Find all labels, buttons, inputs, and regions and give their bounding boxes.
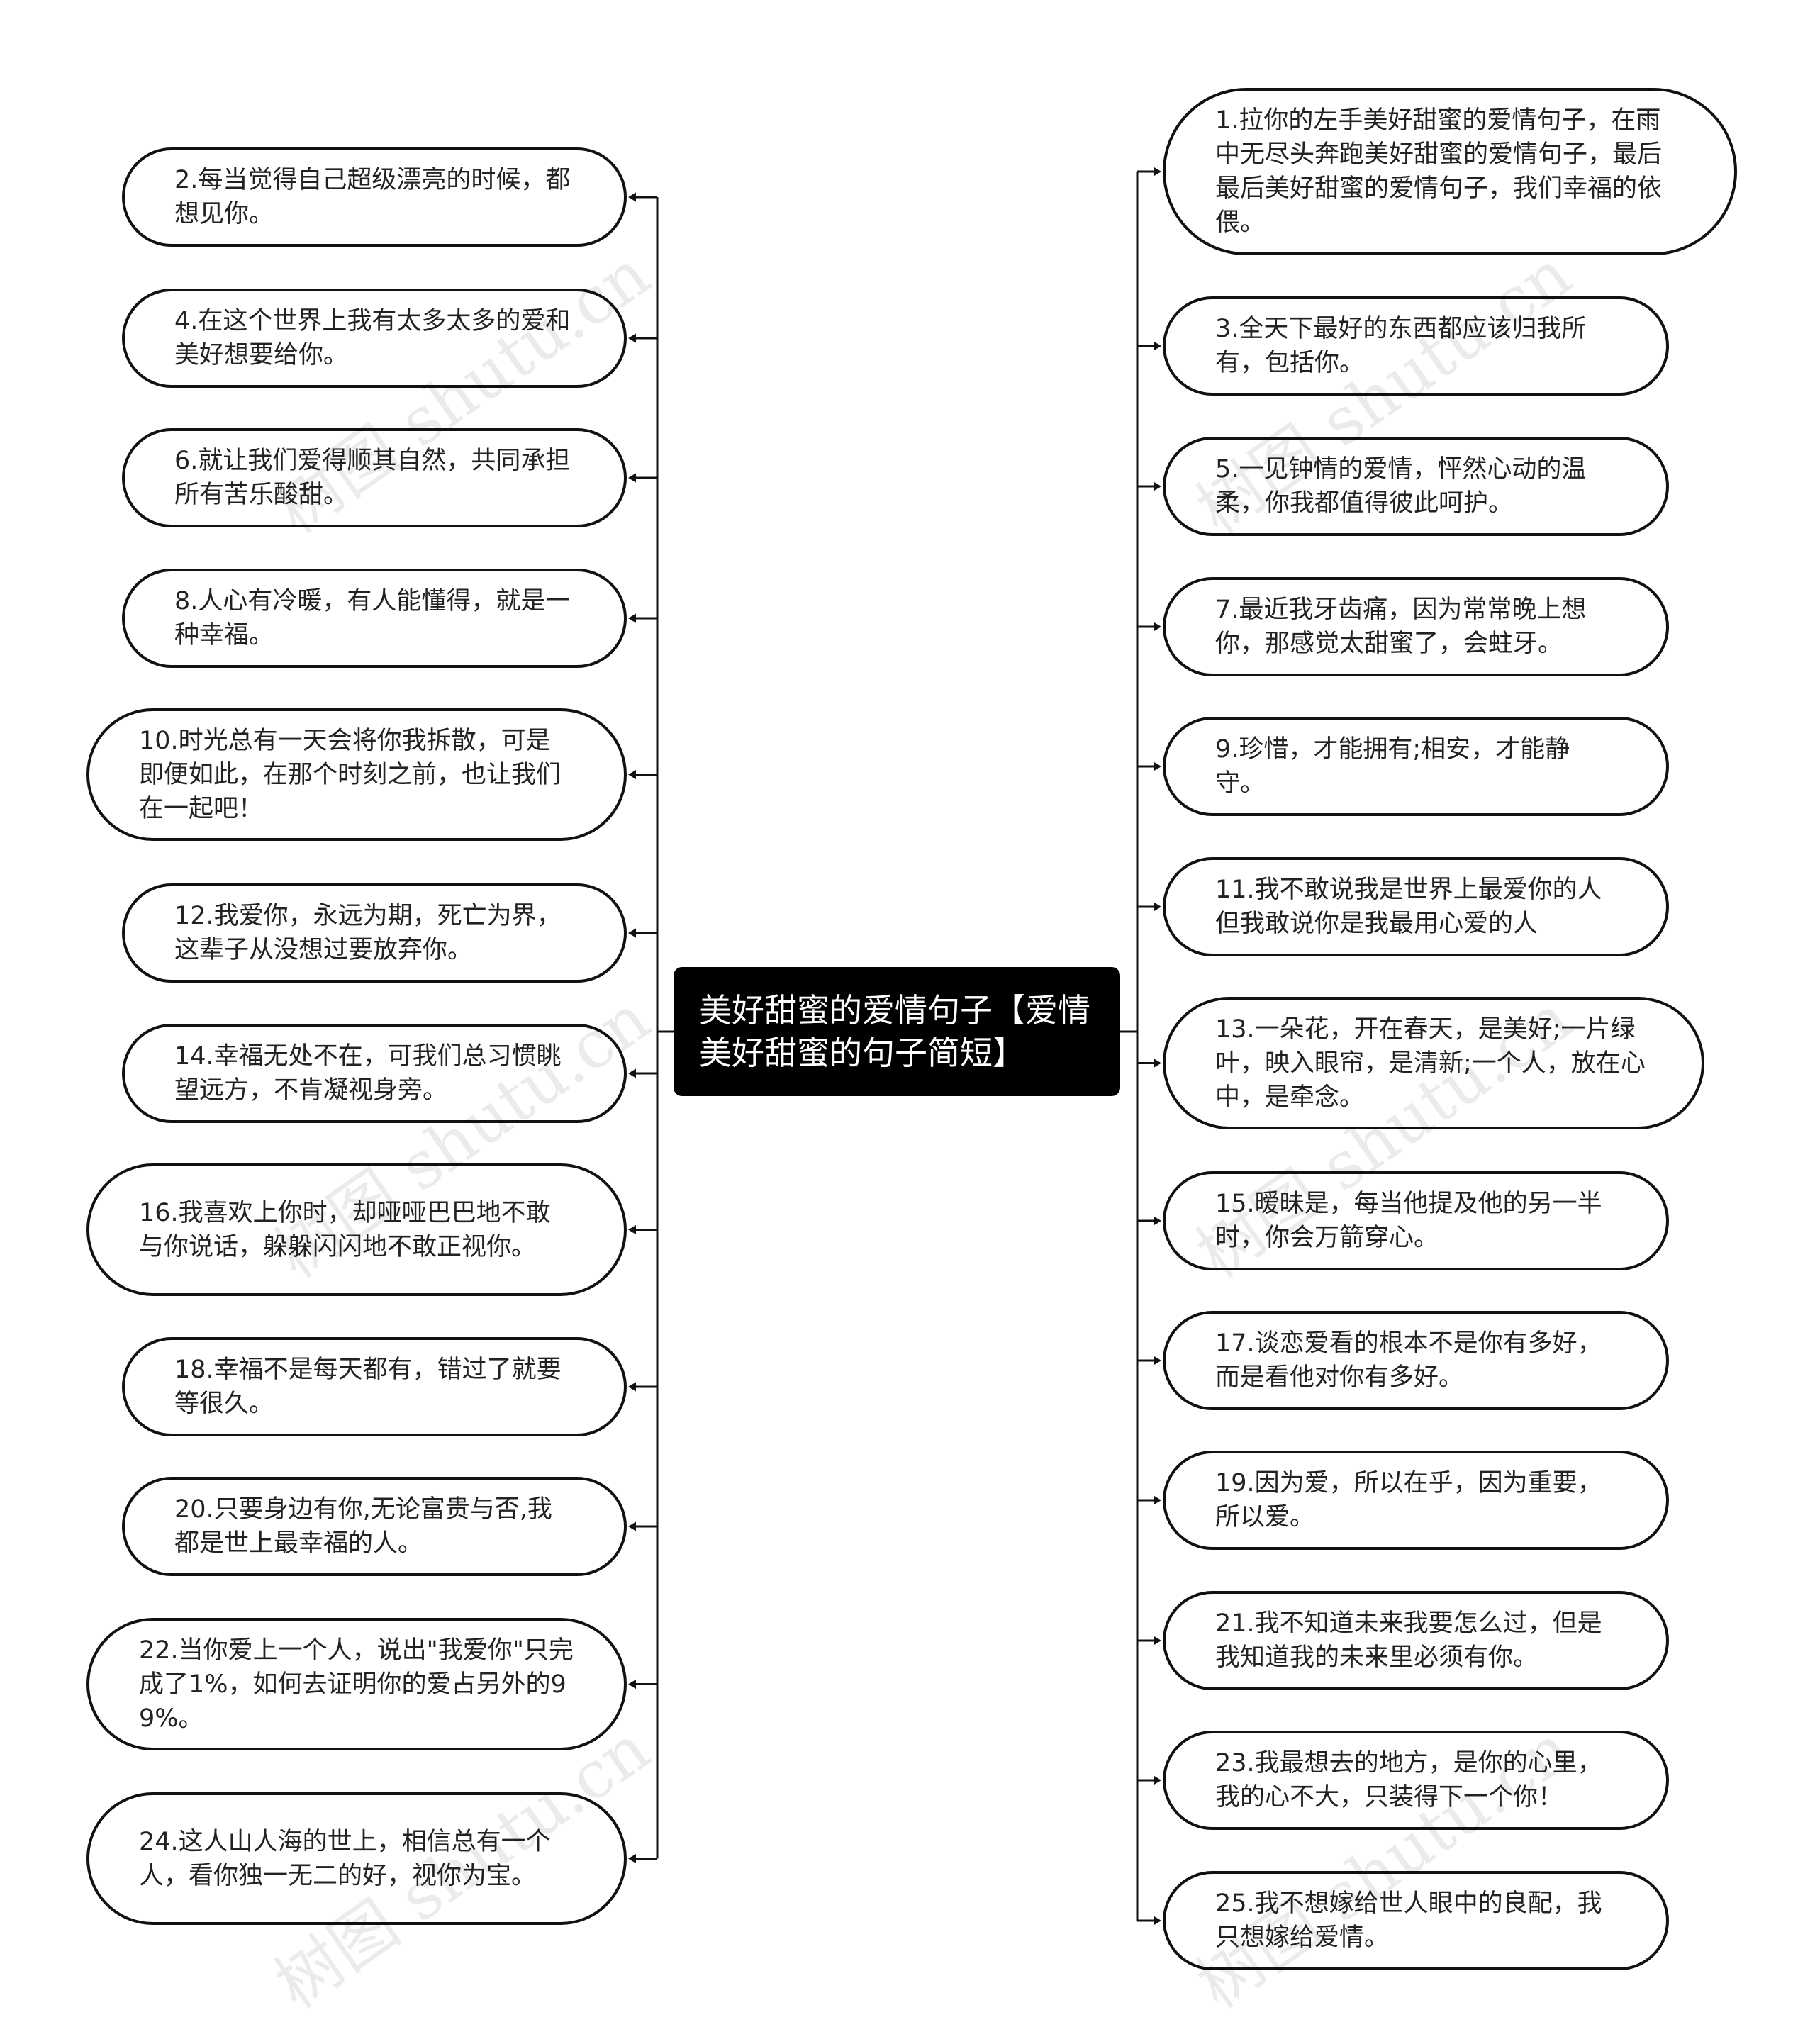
left-branch-node[interactable]: 22.当你爱上一个人，说出"我爱你"只完成了1%，如何去证明你的爱占另外的99%… bbox=[86, 1618, 627, 1750]
right-arrowhead bbox=[1154, 1775, 1161, 1785]
right-arrowhead bbox=[1154, 622, 1161, 632]
branch-node-text: 21.我不知道未来我要怎么过，但是我知道我的未来里必须有你。 bbox=[1215, 1609, 1602, 1672]
branch-node-text: 4.在这个世界上我有太多太多的爱和美好想要给你。 bbox=[174, 307, 571, 369]
branch-node-text: 10.时光总有一天会将你我拆散，可是即便如此，在那个时刻之前，也让我们在一起吧！ bbox=[139, 726, 562, 823]
right-arrowhead bbox=[1154, 481, 1161, 491]
left-branch-node[interactable]: 12.我爱你，永远为期，死亡为界，这辈子从没想过要放弃你。 bbox=[122, 883, 627, 983]
right-arrowhead bbox=[1154, 1495, 1161, 1505]
left-branch-node[interactable]: 16.我喜欢上你时，却哑哑巴巴地不敢与你说话，躲躲闪闪地不敢正视你。 bbox=[86, 1163, 627, 1296]
branch-node-text: 1.拉你的左手美好甜蜜的爱情句子，在雨中无尽头奔跑美好甜蜜的爱情句子，最后最后美… bbox=[1215, 106, 1663, 237]
branch-node-text: 5.一见钟情的爱情，怦然心动的温柔，你我都值得彼此呵护。 bbox=[1215, 455, 1587, 518]
right-arrowhead bbox=[1154, 341, 1161, 351]
left-arrowhead bbox=[628, 1853, 636, 1864]
branch-node-text: 14.幸福无处不在，可我们总习惯眺望远方，不肯凝视身旁。 bbox=[174, 1042, 562, 1105]
left-arrowhead bbox=[628, 333, 636, 343]
right-arrowhead bbox=[1154, 902, 1161, 912]
branch-node-text: 18.幸福不是每天都有，错过了就要等很久。 bbox=[174, 1356, 562, 1418]
right-arrowhead bbox=[1154, 1058, 1161, 1068]
right-branch-node[interactable]: 5.一见钟情的爱情，怦然心动的温柔，你我都值得彼此呵护。 bbox=[1163, 437, 1669, 536]
right-branch-node[interactable]: 21.我不知道未来我要怎么过，但是我知道我的未来里必须有你。 bbox=[1163, 1591, 1669, 1690]
right-arrowhead bbox=[1154, 167, 1161, 177]
left-branch-node[interactable]: 14.幸福无处不在，可我们总习惯眺望远方，不肯凝视身旁。 bbox=[122, 1024, 627, 1123]
left-arrowhead bbox=[628, 613, 636, 623]
left-arrowhead bbox=[628, 928, 636, 938]
right-arrowhead bbox=[1154, 1916, 1161, 1926]
left-branch-node[interactable]: 18.幸福不是每天都有，错过了就要等很久。 bbox=[122, 1337, 627, 1436]
branch-node-text: 11.我不敢说我是世界上最爱你的人 但我敢说你是我最用心爱的人 bbox=[1215, 876, 1602, 938]
branch-node-text: 7.最近我牙齿痛，因为常常晚上想你，那感觉太甜蜜了，会蛀牙。 bbox=[1215, 596, 1587, 658]
right-branch-node[interactable]: 7.最近我牙齿痛，因为常常晚上想你，那感觉太甜蜜了，会蛀牙。 bbox=[1163, 577, 1669, 676]
right-branch-node[interactable]: 11.我不敢说我是世界上最爱你的人 但我敢说你是我最用心爱的人 bbox=[1163, 857, 1669, 956]
branch-node-text: 9.珍惜，才能拥有;相安，才能静守。 bbox=[1215, 735, 1570, 798]
branch-node-text: 24.这人山人海的世上，相信总有一个人，看你独一无二的好，视你为宝。 bbox=[139, 1827, 551, 1890]
right-branch-node[interactable]: 23.我最想去的地方，是你的心里，我的心不大，只装得下一个你！ bbox=[1163, 1731, 1669, 1830]
left-arrowhead bbox=[628, 1224, 636, 1235]
left-branch-node[interactable]: 10.时光总有一天会将你我拆散，可是即便如此，在那个时刻之前，也让我们在一起吧！ bbox=[86, 708, 627, 841]
left-branch-node[interactable]: 20.只要身边有你,无论富贵与否,我都是世上最幸福的人。 bbox=[122, 1477, 627, 1576]
branch-node-text: 13.一朵花，开在春天，是美好;一片绿叶，映入眼帘，是清新;一个人，放在心中，是… bbox=[1215, 1015, 1646, 1112]
branch-node-text: 20.只要身边有你,无论富贵与否,我都是世上最幸福的人。 bbox=[174, 1495, 552, 1558]
branch-node-text: 2.每当觉得自己超级漂亮的时候，都想见你。 bbox=[174, 166, 571, 228]
left-arrowhead bbox=[628, 1068, 636, 1078]
right-arrowhead bbox=[1154, 761, 1161, 771]
right-branch-node[interactable]: 15.暧昧是，每当他提及他的另一半时，你会万箭穿心。 bbox=[1163, 1171, 1669, 1270]
branch-node-text: 22.当你爱上一个人，说出"我爱你"只完成了1%，如何去证明你的爱占另外的99%… bbox=[139, 1636, 574, 1733]
right-branch-node[interactable]: 3.全天下最好的东西都应该归我所有，包括你。 bbox=[1163, 296, 1669, 396]
right-branch-node[interactable]: 17.谈恋爱看的根本不是你有多好，而是看他对你有多好。 bbox=[1163, 1311, 1669, 1410]
left-arrowhead bbox=[628, 192, 636, 202]
right-branch-node[interactable]: 25.我不想嫁给世人眼中的良配，我只想嫁给爱情。 bbox=[1163, 1871, 1669, 1970]
left-branch-node[interactable]: 24.这人山人海的世上，相信总有一个人，看你独一无二的好，视你为宝。 bbox=[86, 1792, 627, 1925]
central-topic[interactable]: 美好甜蜜的爱情句子【爱情美好甜蜜的句子简短】 bbox=[674, 967, 1120, 1096]
left-branch-node[interactable]: 2.每当觉得自己超级漂亮的时候，都想见你。 bbox=[122, 147, 627, 247]
left-branch-node[interactable]: 4.在这个世界上我有太多太多的爱和美好想要给你。 bbox=[122, 289, 627, 388]
branch-node-text: 16.我喜欢上你时，却哑哑巴巴地不敢与你说话，躲躲闪闪地不敢正视你。 bbox=[139, 1198, 551, 1261]
branch-node-text: 6.就让我们爱得顺其自然，共同承担所有苦乐酸甜。 bbox=[174, 447, 571, 509]
left-arrowhead bbox=[628, 1382, 636, 1392]
right-branch-node[interactable]: 1.拉你的左手美好甜蜜的爱情句子，在雨中无尽头奔跑美好甜蜜的爱情句子，最后最后美… bbox=[1163, 88, 1737, 255]
left-arrowhead bbox=[628, 473, 636, 483]
left-branch-node[interactable]: 8.人心有冷暖，有人能懂得，就是一种幸福。 bbox=[122, 569, 627, 668]
branch-node-text: 8.人心有冷暖，有人能懂得，就是一种幸福。 bbox=[174, 587, 571, 649]
right-arrowhead bbox=[1154, 1636, 1161, 1646]
branch-node-text: 19.因为爱，所以在乎，因为重要，所以爱。 bbox=[1215, 1469, 1602, 1531]
branch-node-text: 17.谈恋爱看的根本不是你有多好，而是看他对你有多好。 bbox=[1215, 1329, 1602, 1392]
branch-node-text: 12.我爱你，永远为期，死亡为界，这辈子从没想过要放弃你。 bbox=[174, 902, 562, 964]
right-arrowhead bbox=[1154, 1216, 1161, 1226]
branch-node-text: 15.暧昧是，每当他提及他的另一半时，你会万箭穿心。 bbox=[1215, 1190, 1602, 1252]
branch-node-text: 3.全天下最好的东西都应该归我所有，包括你。 bbox=[1215, 315, 1587, 377]
left-arrowhead bbox=[628, 1679, 636, 1690]
right-branch-node[interactable]: 19.因为爱，所以在乎，因为重要，所以爱。 bbox=[1163, 1451, 1669, 1550]
left-arrowhead bbox=[628, 1521, 636, 1531]
branch-node-text: 23.我最想去的地方，是你的心里，我的心不大，只装得下一个你！ bbox=[1215, 1749, 1602, 1811]
central-topic-label: 美好甜蜜的爱情句子【爱情美好甜蜜的句子简短】 bbox=[699, 991, 1090, 1072]
branch-node-text: 25.我不想嫁给世人眼中的良配，我只想嫁给爱情。 bbox=[1215, 1889, 1602, 1952]
right-arrowhead bbox=[1154, 1356, 1161, 1366]
right-branch-node[interactable]: 13.一朵花，开在春天，是美好;一片绿叶，映入眼帘，是清新;一个人，放在心中，是… bbox=[1163, 997, 1704, 1129]
left-branch-node[interactable]: 6.就让我们爱得顺其自然，共同承担所有苦乐酸甜。 bbox=[122, 428, 627, 527]
left-arrowhead bbox=[628, 769, 636, 780]
right-branch-node[interactable]: 9.珍惜，才能拥有;相安，才能静守。 bbox=[1163, 717, 1669, 816]
